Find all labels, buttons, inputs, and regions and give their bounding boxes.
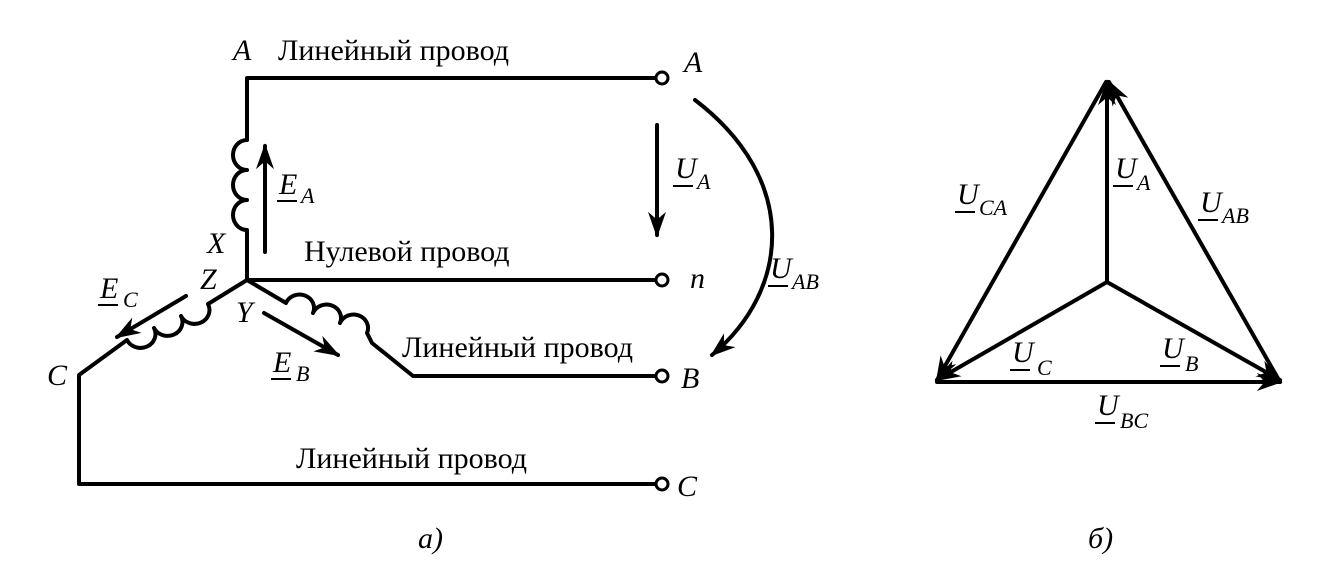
- terminal-c: [654, 476, 670, 492]
- svg-text:AB: AB: [1220, 203, 1249, 228]
- terminal-a: [654, 70, 670, 86]
- svg-text:U: U: [957, 178, 981, 211]
- svg-text:U: U: [770, 252, 794, 285]
- node-label-b: B: [681, 362, 699, 395]
- terminal-n: [654, 272, 670, 288]
- node-label-x: X: [206, 227, 227, 260]
- node-label-c-left: C: [47, 359, 68, 392]
- node-label-y: Y: [236, 296, 256, 329]
- svg-text:U: U: [1115, 152, 1139, 185]
- label-phasor-ubc: U BC: [1095, 389, 1148, 433]
- node-label-n: n: [690, 262, 705, 295]
- label-phasor-ua: U A: [1113, 152, 1151, 195]
- label-ec: E C: [98, 272, 138, 312]
- svg-text:B: B: [1185, 351, 1198, 376]
- svg-text:U: U: [1097, 389, 1121, 422]
- label-phasor-uc: U C: [1010, 336, 1052, 380]
- phasor-uc: [934, 280, 1109, 382]
- voltage-uab-arrow: [693, 98, 775, 357]
- svg-text:U: U: [1200, 186, 1224, 219]
- svg-text:E: E: [99, 272, 118, 305]
- phasor-uab: [1107, 79, 1282, 384]
- terminal-b: [654, 368, 670, 384]
- emf-b-arrow: [262, 311, 341, 357]
- phasor-diagram-b: U A U AB U CA U C U B U BC б): [934, 79, 1283, 555]
- label-phasor-uab: U AB: [1198, 186, 1249, 228]
- coil-a: [231, 138, 249, 282]
- svg-text:E: E: [278, 168, 297, 201]
- wire-label-neutral: Нулевой провод: [304, 235, 510, 268]
- wire-phase-a: [245, 76, 657, 142]
- node-label-z: Z: [200, 263, 217, 296]
- node-label-c-right: C: [677, 470, 698, 503]
- phasor-ub: [1105, 280, 1283, 382]
- svg-text:CA: CA: [979, 195, 1008, 220]
- caption-b: б): [1088, 522, 1113, 555]
- node-label-a-left: A: [231, 34, 252, 67]
- svg-text:C: C: [1037, 355, 1052, 380]
- svg-text:A: A: [299, 183, 315, 208]
- wire-label-top: Линейный провод: [278, 34, 509, 67]
- caption-a: a): [418, 522, 443, 555]
- wire-label-bottom: Линейный провод: [296, 442, 527, 475]
- coil-c: [77, 278, 657, 486]
- svg-text:U: U: [675, 152, 699, 185]
- label-uab: U AB: [768, 252, 819, 294]
- svg-text:U: U: [1162, 332, 1186, 365]
- label-phasor-ub: U B: [1160, 332, 1198, 376]
- node-label-a-right: A: [682, 46, 703, 79]
- svg-text:A: A: [1135, 170, 1151, 195]
- svg-text:A: A: [695, 169, 711, 194]
- phasor-uca: [935, 80, 1108, 383]
- label-ea: E A: [277, 168, 315, 208]
- svg-text:B: B: [296, 361, 309, 386]
- emf-c-arrow: [114, 294, 188, 339]
- svg-text:AB: AB: [790, 269, 819, 294]
- label-ua: U A: [673, 152, 711, 194]
- label-eb: E B: [271, 346, 309, 386]
- wire-label-middle: Линейный провод: [402, 331, 633, 364]
- svg-text:E: E: [272, 346, 291, 379]
- circuit-diagram-a: A Линейный провод A X Z Y Нулевой провод…: [47, 34, 819, 555]
- coil-b: [245, 278, 657, 378]
- svg-text:BC: BC: [1120, 408, 1148, 433]
- label-phasor-uca: U CA: [955, 178, 1008, 220]
- svg-text:C: C: [123, 287, 138, 312]
- svg-text:U: U: [1012, 336, 1036, 369]
